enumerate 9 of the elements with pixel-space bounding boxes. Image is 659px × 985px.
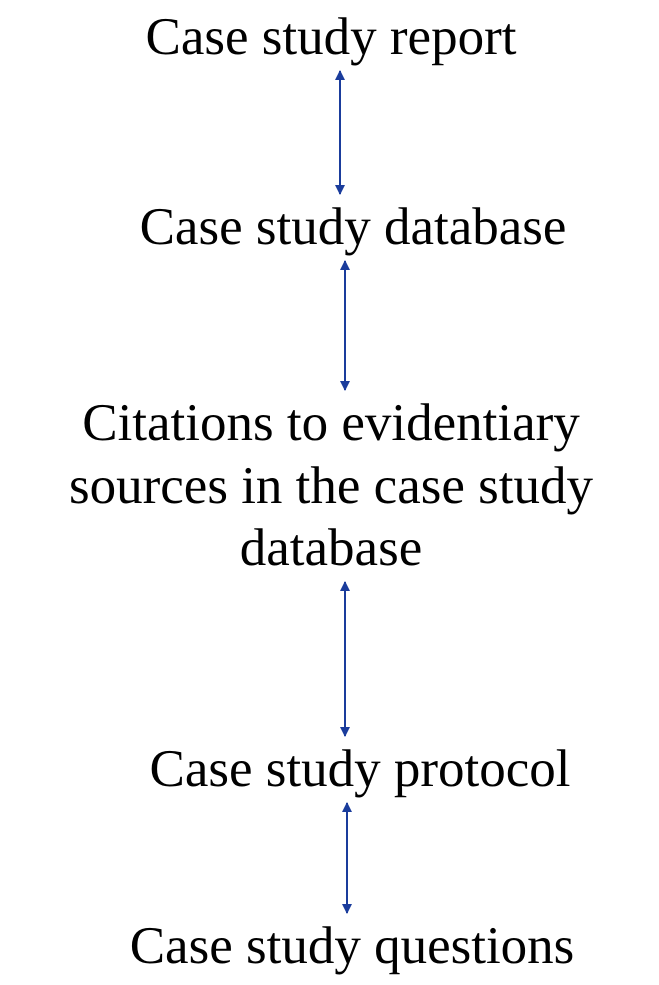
node-label: Case study database xyxy=(140,197,566,258)
double-arrow xyxy=(340,260,350,391)
double-arrow xyxy=(340,581,350,737)
node-label: Citations to evidentiary sources in the case study database xyxy=(68,393,594,580)
double-arrow xyxy=(335,70,345,195)
node-label: Case study protocol xyxy=(150,739,570,800)
node-label: Case study report xyxy=(146,7,516,68)
double-arrow xyxy=(342,802,352,914)
node-label: Case study questions xyxy=(130,916,574,977)
